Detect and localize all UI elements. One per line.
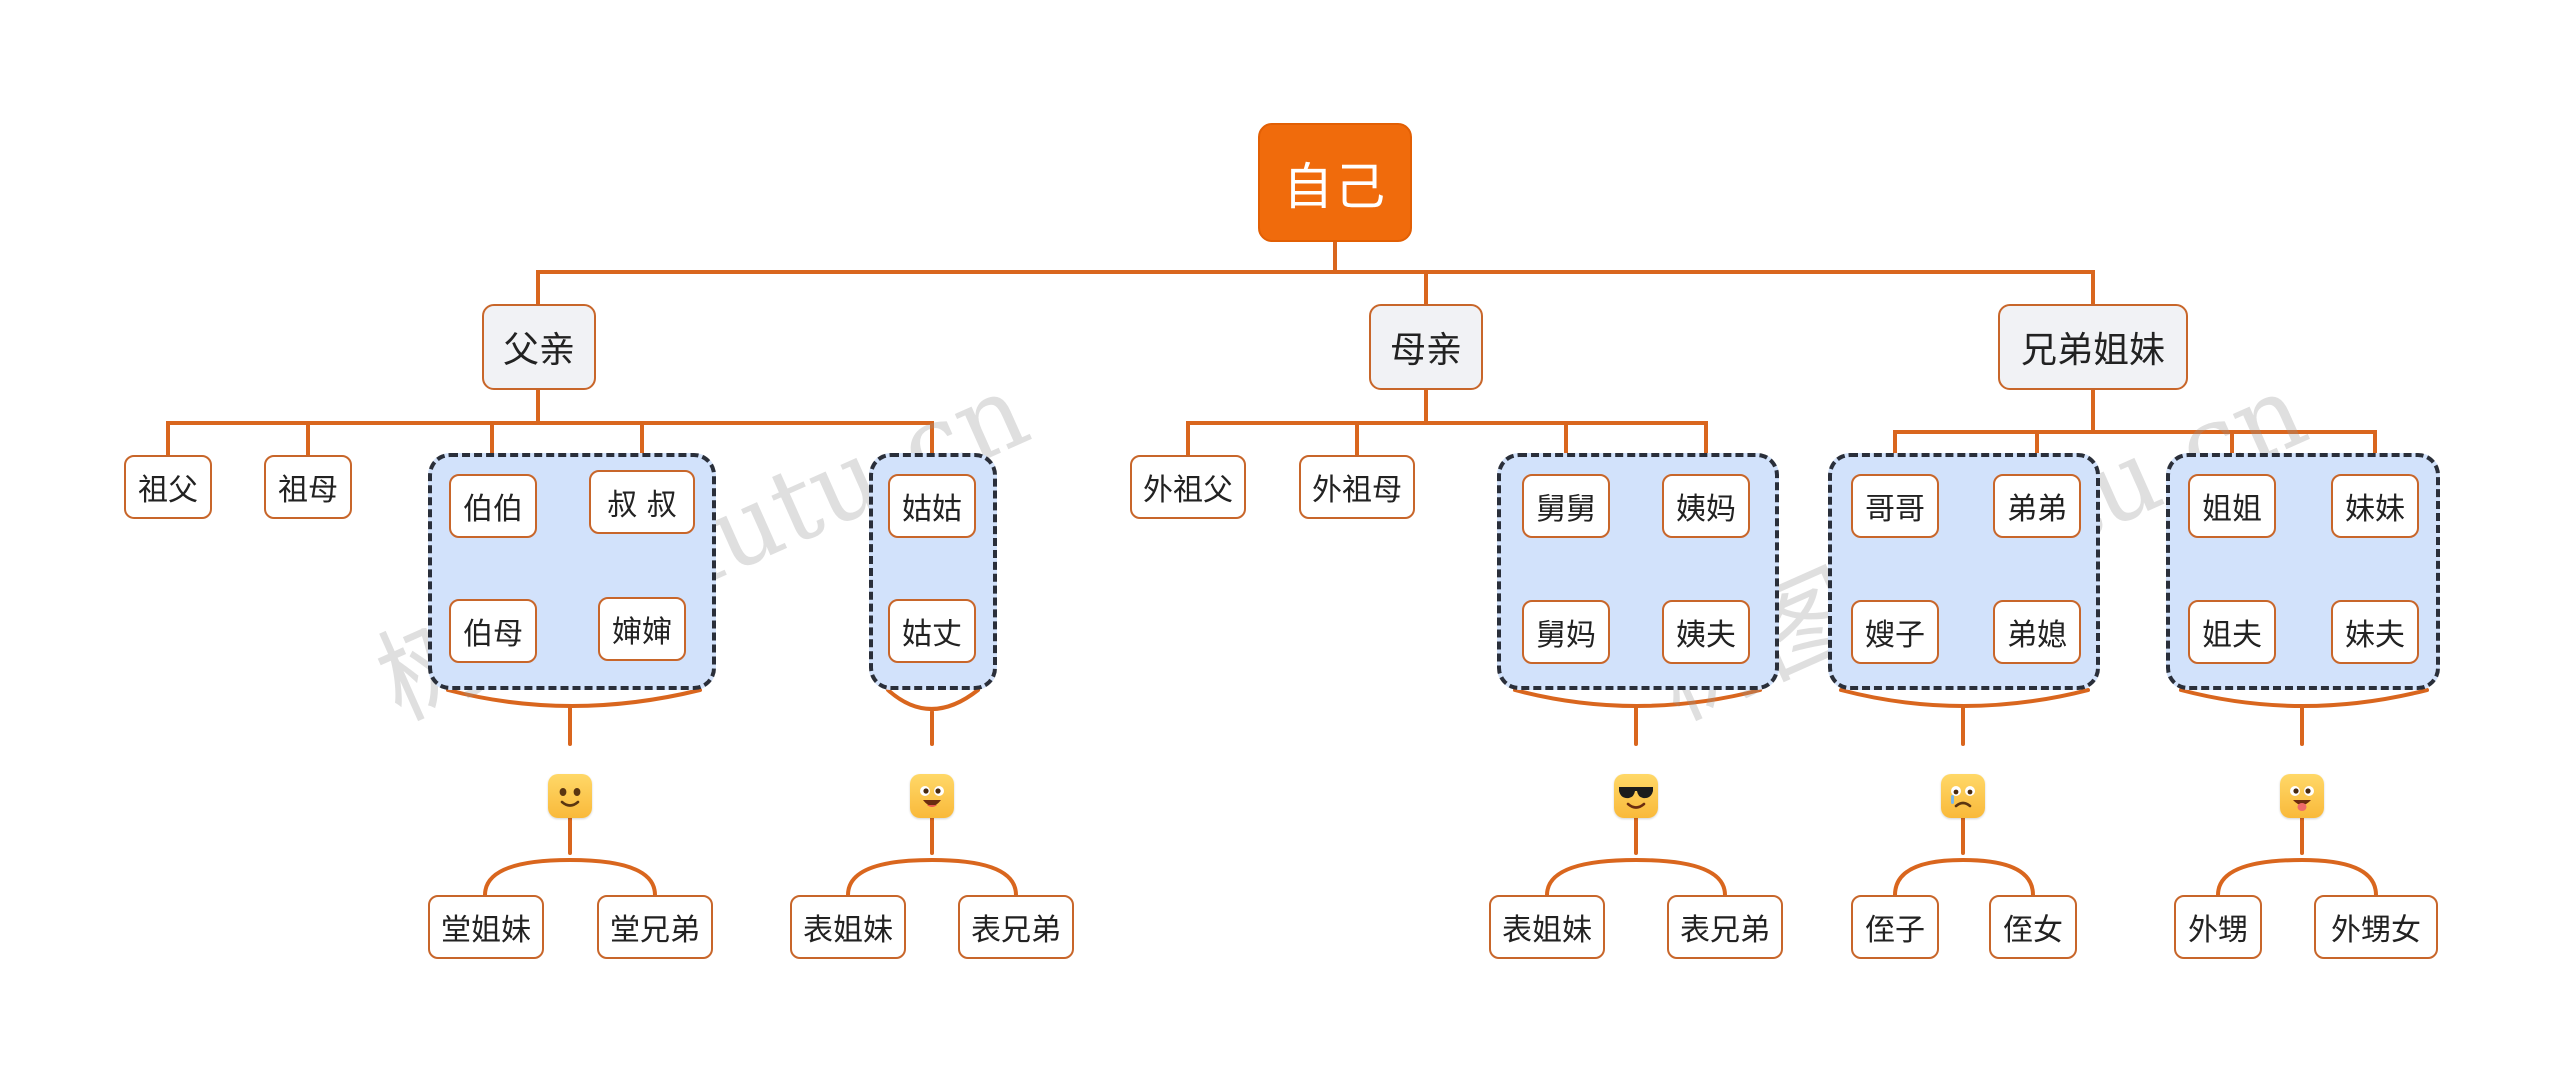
node-wai-nephew[interactable]: 外甥 bbox=[2174, 895, 2262, 959]
node-jiujiu[interactable]: 舅舅 bbox=[1522, 474, 1610, 538]
node-father[interactable]: 父亲 bbox=[482, 304, 596, 390]
node-nephew[interactable]: 侄子 bbox=[1851, 895, 1939, 959]
node-saozi[interactable]: 嫂子 bbox=[1851, 600, 1939, 664]
node-jiefu[interactable]: 姐夫 bbox=[2188, 600, 2276, 664]
node-meifu[interactable]: 妹夫 bbox=[2331, 600, 2419, 664]
sad-emoji-icon bbox=[1941, 774, 1985, 818]
node-grandma-paternal[interactable]: 祖母 bbox=[264, 455, 352, 519]
node-siblings[interactable]: 兄弟姐妹 bbox=[1998, 304, 2188, 390]
node-biao-sisters-paternal[interactable]: 表姐妹 bbox=[790, 895, 906, 959]
node-biao-sisters-maternal[interactable]: 表姐妹 bbox=[1489, 895, 1605, 959]
node-grandpa-paternal[interactable]: 祖父 bbox=[124, 455, 212, 519]
node-mother[interactable]: 母亲 bbox=[1369, 304, 1483, 390]
node-bobo[interactable]: 伯伯 bbox=[449, 474, 537, 538]
node-tang-sisters[interactable]: 堂姐妹 bbox=[428, 895, 544, 959]
grin-emoji-icon bbox=[910, 774, 954, 818]
smile-emoji-icon bbox=[548, 774, 592, 818]
root-node-self[interactable]: 自己 bbox=[1258, 123, 1412, 242]
node-yima[interactable]: 姨妈 bbox=[1662, 474, 1750, 538]
node-shushu[interactable]: 叔 叔 bbox=[589, 470, 695, 534]
node-wai-niece[interactable]: 外甥女 bbox=[2314, 895, 2438, 959]
node-didi[interactable]: 弟弟 bbox=[1993, 474, 2081, 538]
node-grandpa-maternal[interactable]: 外祖父 bbox=[1130, 455, 1246, 519]
node-gugu[interactable]: 姑姑 bbox=[888, 474, 976, 538]
node-niece[interactable]: 侄女 bbox=[1989, 895, 2077, 959]
node-biao-brothers-maternal[interactable]: 表兄弟 bbox=[1667, 895, 1783, 959]
node-dixi[interactable]: 弟媳 bbox=[1993, 600, 2081, 664]
node-meimei[interactable]: 妹妹 bbox=[2331, 474, 2419, 538]
node-yifu[interactable]: 姨夫 bbox=[1662, 600, 1750, 664]
node-gege[interactable]: 哥哥 bbox=[1851, 474, 1939, 538]
node-shenshen[interactable]: 婶婶 bbox=[598, 597, 686, 661]
sunglasses-emoji-icon bbox=[1614, 774, 1658, 818]
node-bomu[interactable]: 伯母 bbox=[449, 599, 537, 663]
node-guzhang[interactable]: 姑丈 bbox=[888, 599, 976, 663]
node-grandma-maternal[interactable]: 外祖母 bbox=[1299, 455, 1415, 519]
node-jiejie[interactable]: 姐姐 bbox=[2188, 474, 2276, 538]
node-jiuma[interactable]: 舅妈 bbox=[1522, 600, 1610, 664]
node-tang-brothers[interactable]: 堂兄弟 bbox=[597, 895, 713, 959]
node-biao-brothers-paternal[interactable]: 表兄弟 bbox=[958, 895, 1074, 959]
tongue-emoji-icon bbox=[2280, 774, 2324, 818]
